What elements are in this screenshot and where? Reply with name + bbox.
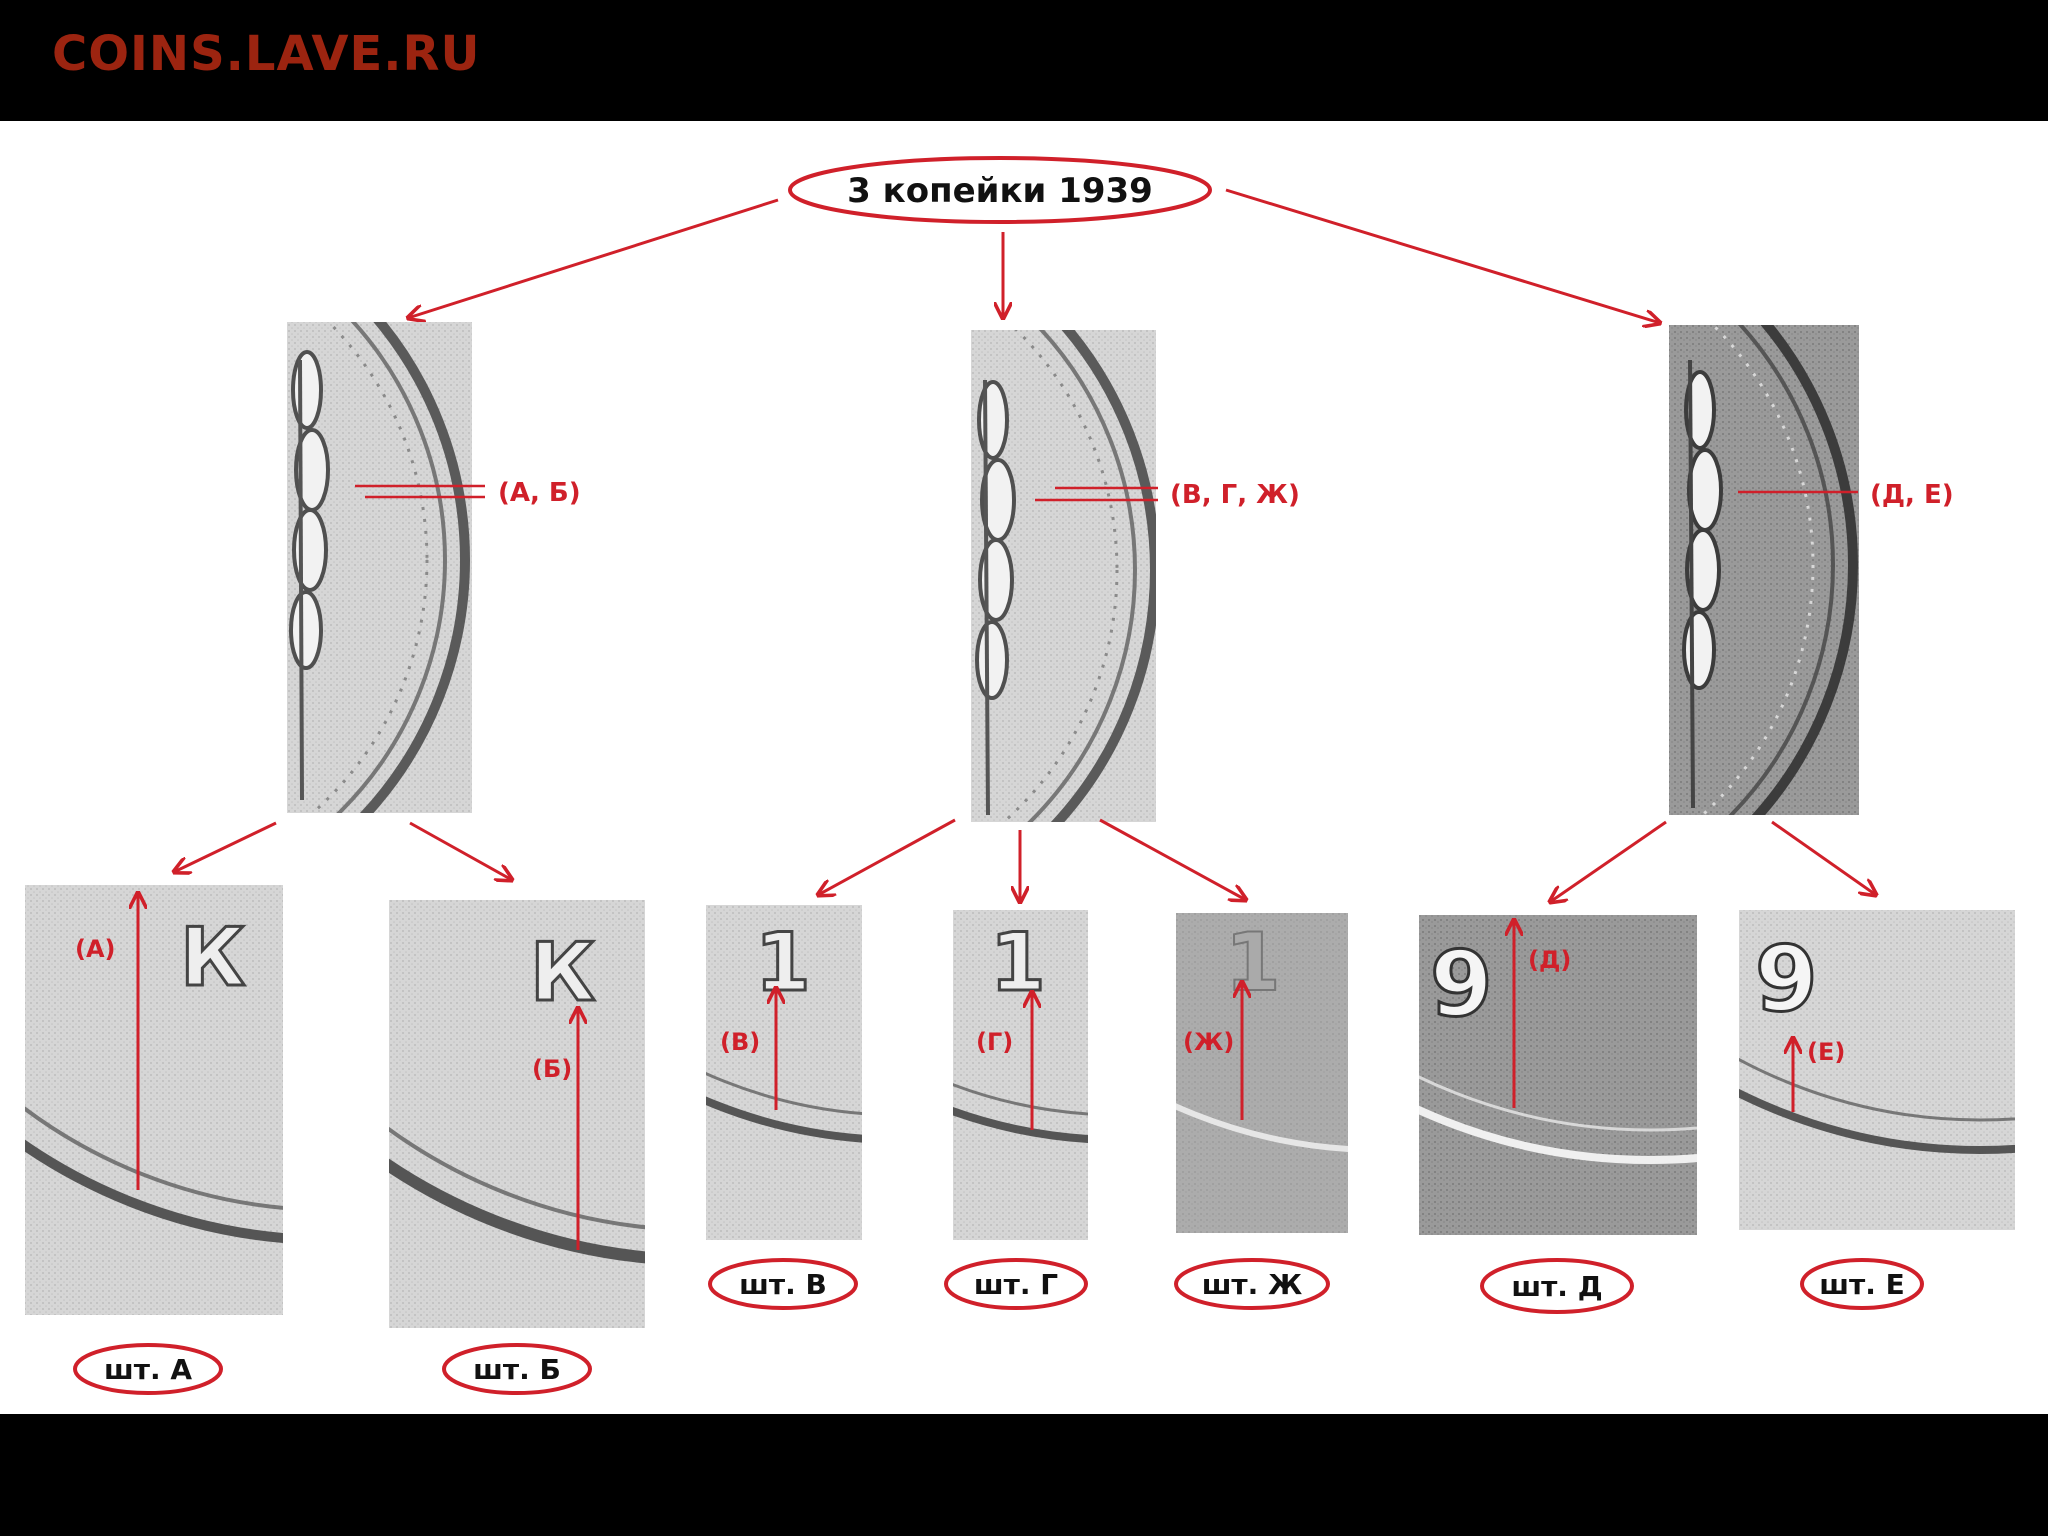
group-vgzh-pointer: [1035, 486, 1158, 502]
die-e-image: 9: [1739, 910, 2015, 1230]
die-zh-label: шт. Ж: [1202, 1268, 1303, 1301]
die-a-image: К: [25, 885, 283, 1315]
root-node: 3 копейки 1939: [788, 156, 1212, 224]
die-a-glyph: К: [180, 911, 245, 1004]
die-e-glyph: 9: [1755, 927, 1818, 1032]
arrow-root-to-group-ab: [408, 198, 779, 318]
group-ab-pointer: [355, 484, 485, 499]
die-b-badge: шт. Б: [442, 1343, 592, 1395]
die-d-badge: шт. Д: [1480, 1258, 1634, 1314]
arrow-to-die-zh: [1099, 818, 1246, 900]
diagram-svg: 3 копейки 1939 (А, Б): [25, 156, 2015, 1395]
arrow-to-die-v: [818, 818, 956, 895]
die-g-label: шт. Г: [974, 1268, 1058, 1301]
die-v-glyph: 1: [755, 916, 811, 1009]
die-e-label: шт. Е: [1819, 1268, 1904, 1301]
die-g-marker: (Г): [976, 1028, 1013, 1056]
die-e-badge: шт. Е: [1800, 1258, 1924, 1310]
group-ab-coin-image: [287, 322, 472, 813]
die-zh-marker: (Ж): [1183, 1028, 1234, 1056]
die-d-marker: (Д): [1528, 946, 1571, 974]
arrow-to-die-d: [1550, 820, 1667, 902]
die-g-glyph: 1: [990, 916, 1046, 1009]
die-g-badge: шт. Г: [944, 1258, 1088, 1310]
group-de-coin-image: [1669, 325, 1859, 815]
die-d-image: 9: [1419, 915, 1697, 1235]
die-zh-glyph: 1: [1225, 916, 1281, 1009]
die-a-marker: (А): [75, 935, 116, 963]
group-vgzh-coin-image: [971, 330, 1156, 822]
die-b-marker: (Б): [532, 1055, 572, 1083]
site-logo[interactable]: COINS.LAVE.RU: [52, 26, 481, 82]
die-g-image: 1: [953, 910, 1088, 1240]
die-b-label: шт. Б: [473, 1353, 561, 1386]
group-vgzh-label: (В, Г, Ж): [1170, 480, 1300, 510]
die-zh-image: 1: [1176, 913, 1348, 1233]
arrow-to-die-a: [174, 821, 277, 872]
root-label: 3 копейки 1939: [847, 171, 1153, 211]
footer-bar: [0, 1414, 2048, 1536]
arrow-root-to-group-de: [1225, 188, 1660, 323]
group-arrows: [174, 818, 1876, 902]
die-d-label: шт. Д: [1511, 1270, 1602, 1303]
die-a-badge: шт. А: [73, 1343, 223, 1395]
die-v-label: шт. В: [739, 1268, 827, 1301]
die-a-label: шт. А: [104, 1353, 192, 1386]
die-e-marker: (Е): [1807, 1038, 1845, 1066]
root-arrows: [408, 188, 1660, 323]
die-variety-diagram: 3 копейки 1939 (А, Б): [0, 121, 2048, 1414]
arrow-to-die-e: [1771, 820, 1876, 895]
die-zh-badge: шт. Ж: [1174, 1258, 1330, 1310]
die-b-glyph: К: [530, 926, 595, 1019]
die-b-image: К: [389, 900, 645, 1328]
arrow-to-die-b: [409, 821, 512, 880]
group-ab-label: (А, Б): [498, 478, 581, 508]
die-v-image: 1: [706, 905, 862, 1240]
group-de-label: (Д, Е): [1870, 480, 1954, 510]
site-header: COINS.LAVE.RU: [0, 0, 2048, 121]
die-d-glyph: 9: [1430, 932, 1493, 1037]
die-v-badge: шт. В: [708, 1258, 858, 1310]
die-v-marker: (В): [720, 1028, 760, 1056]
